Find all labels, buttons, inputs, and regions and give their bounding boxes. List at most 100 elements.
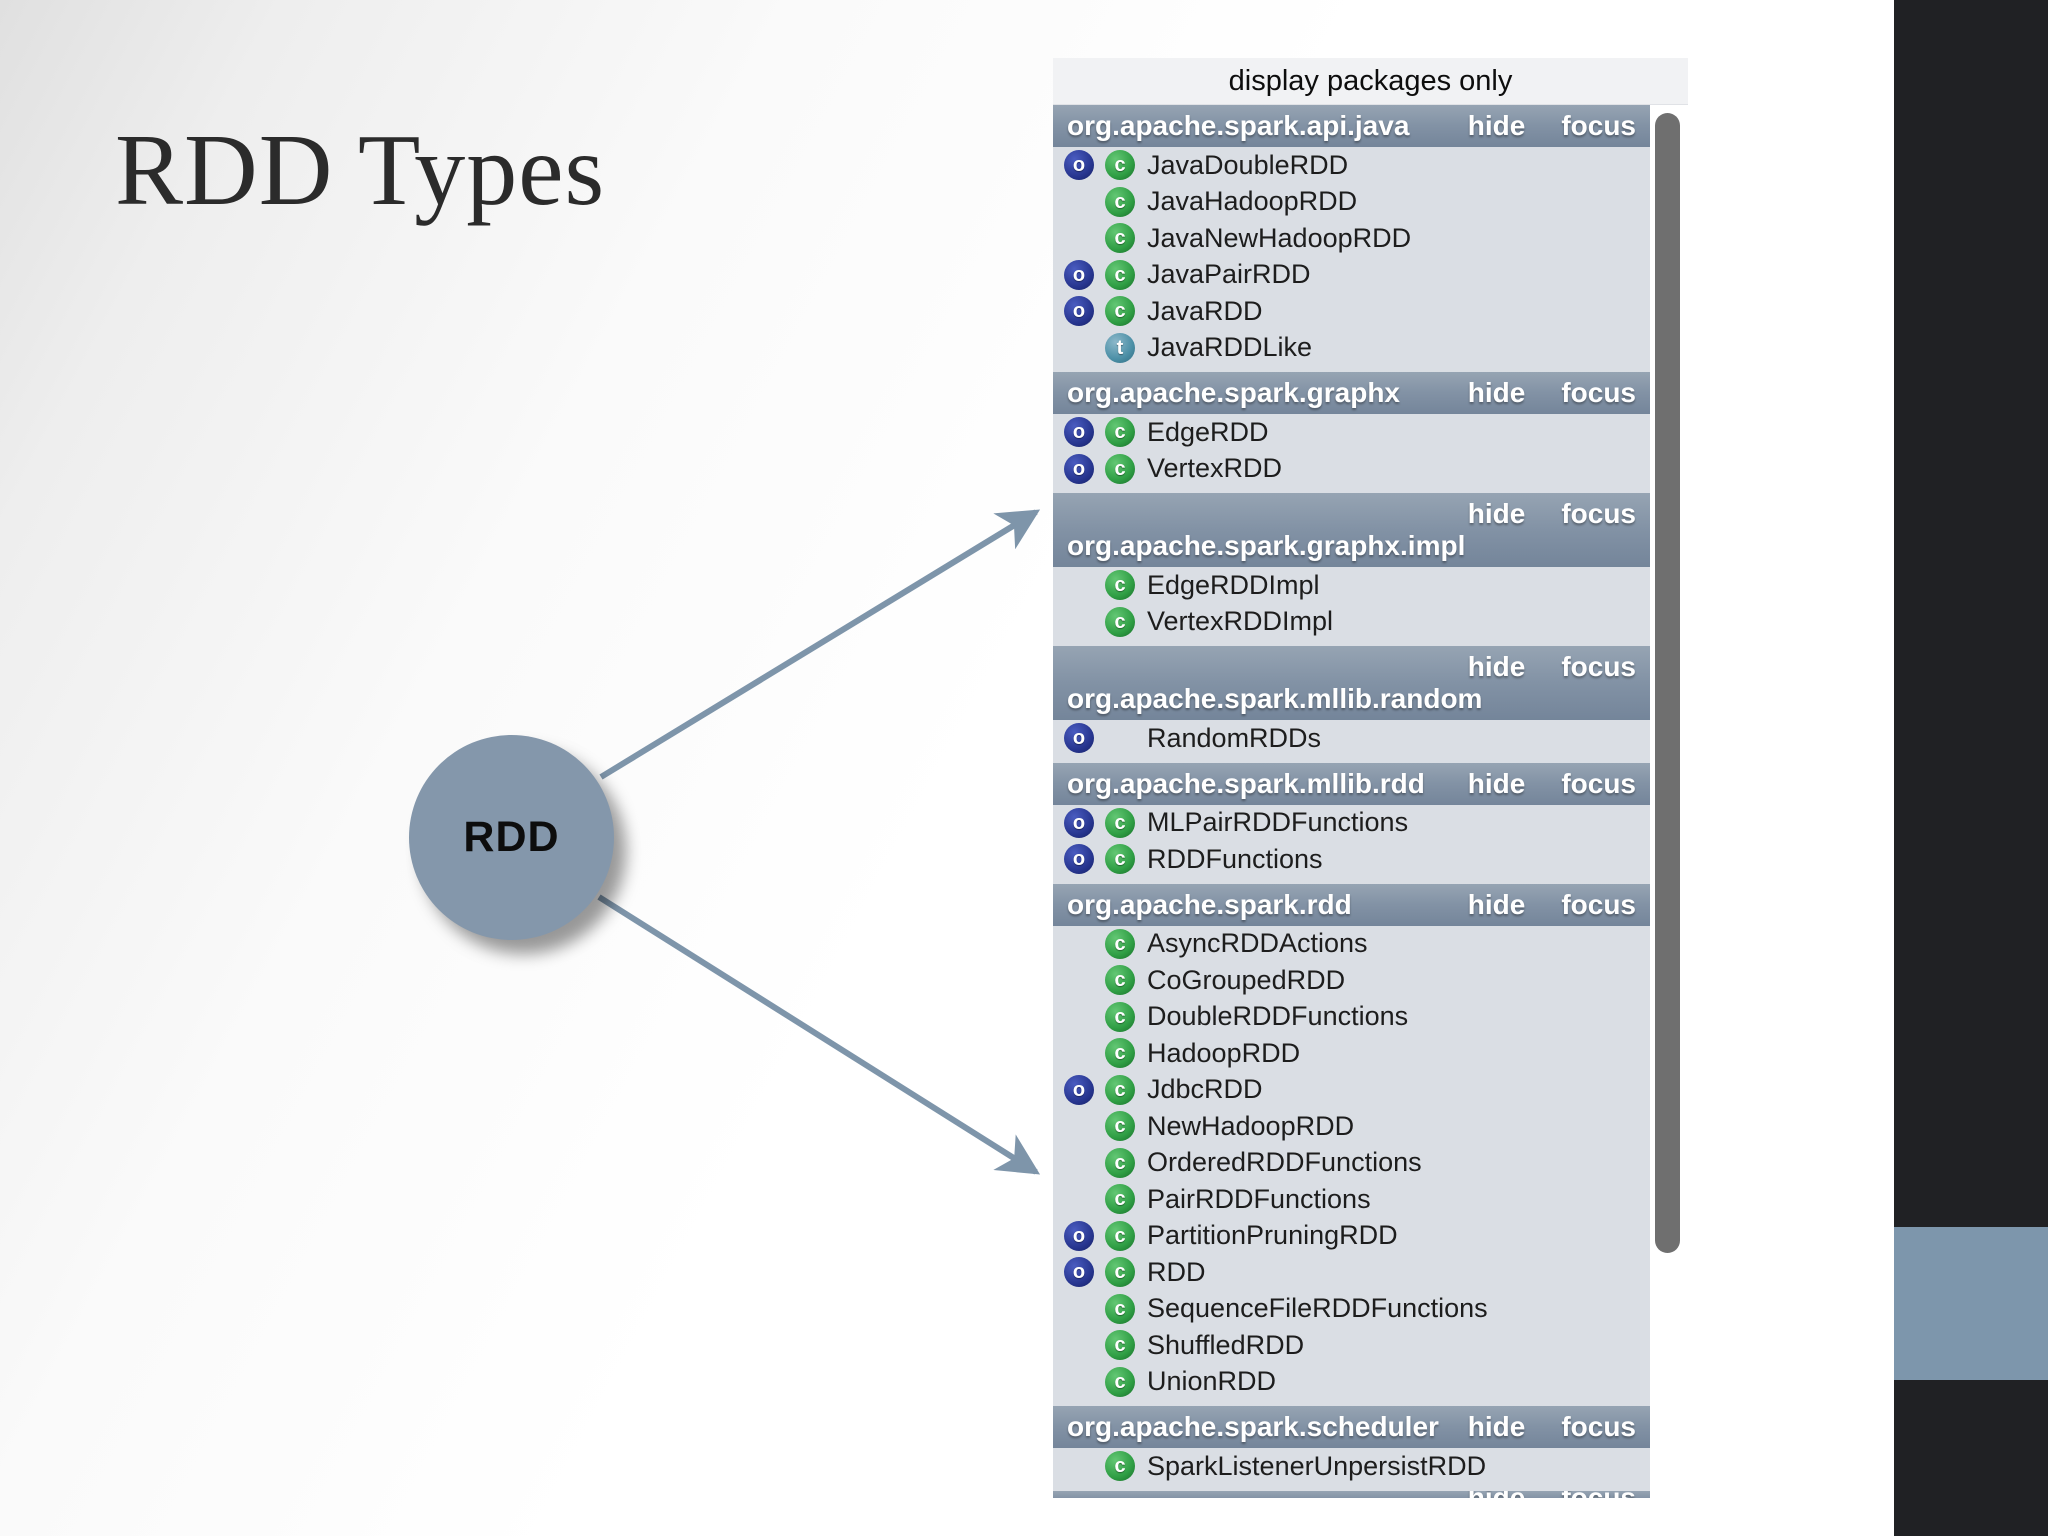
- class-icon[interactable]: c: [1105, 223, 1135, 254]
- focus-link[interactable]: focus: [1561, 651, 1636, 682]
- scrollbar-thumb[interactable]: [1655, 113, 1680, 1253]
- item-name[interactable]: RDD: [1147, 1256, 1206, 1287]
- class-icon[interactable]: c: [1105, 928, 1135, 959]
- package-item-row: c AsyncRDDActions: [1053, 925, 1650, 962]
- object-icon[interactable]: o: [1064, 259, 1094, 290]
- header-links: hide focus: [1067, 498, 1636, 530]
- object-icon[interactable]: o: [1064, 453, 1094, 484]
- package-name: org.apache.spark.mllib.random: [1067, 683, 1483, 714]
- hide-link[interactable]: hide: [1467, 651, 1526, 682]
- item-name[interactable]: SequenceFileRDDFunctions: [1147, 1293, 1488, 1324]
- class-icon[interactable]: c: [1105, 186, 1135, 217]
- object-icon[interactable]: o: [1064, 1257, 1094, 1288]
- item-name[interactable]: VertexRDD: [1147, 453, 1283, 484]
- class-icon[interactable]: c: [1105, 1147, 1135, 1178]
- focus-link[interactable]: focus: [1561, 110, 1636, 141]
- class-icon[interactable]: c: [1105, 259, 1135, 290]
- item-name[interactable]: HadoopRDD: [1147, 1037, 1301, 1068]
- item-name[interactable]: JavaRDD: [1147, 295, 1263, 326]
- focus-link[interactable]: focus: [1561, 1491, 1636, 1499]
- item-name[interactable]: PairRDDFunctions: [1147, 1183, 1371, 1214]
- package-group: hide focus: [1053, 1490, 1650, 1499]
- object-icon[interactable]: o: [1064, 723, 1094, 754]
- class-icon[interactable]: c: [1105, 1366, 1135, 1397]
- package-item-row: c JavaNewHadoopRDD: [1053, 220, 1650, 257]
- object-icon[interactable]: o: [1064, 844, 1094, 875]
- class-icon[interactable]: c: [1105, 1293, 1135, 1324]
- class-icon[interactable]: c: [1105, 453, 1135, 484]
- class-icon[interactable]: c: [1105, 1330, 1135, 1361]
- item-name[interactable]: CoGroupedRDD: [1147, 964, 1346, 995]
- item-name[interactable]: EdgeRDD: [1147, 416, 1269, 447]
- package-name: org.apache.spark.graphx: [1067, 377, 1401, 408]
- panel-scrollbar[interactable]: [1650, 105, 1688, 1498]
- class-icon[interactable]: c: [1105, 807, 1135, 838]
- item-name[interactable]: PartitionPruningRDD: [1147, 1220, 1398, 1251]
- hide-link[interactable]: hide: [1467, 110, 1526, 141]
- class-icon[interactable]: c: [1105, 1074, 1135, 1105]
- item-name[interactable]: ShuffledRDD: [1147, 1329, 1305, 1360]
- item-name[interactable]: JdbcRDD: [1147, 1074, 1263, 1105]
- item-name[interactable]: JavaNewHadoopRDD: [1147, 222, 1412, 253]
- object-icon[interactable]: o: [1064, 1074, 1094, 1105]
- item-name[interactable]: JavaPairRDD: [1147, 259, 1311, 290]
- package-item-row: c HadoopRDD: [1053, 1035, 1650, 1072]
- item-name[interactable]: JavaHadoopRDD: [1147, 186, 1358, 217]
- class-icon[interactable]: c: [1105, 570, 1135, 601]
- class-icon[interactable]: c: [1105, 1451, 1135, 1482]
- object-icon-slot: o: [1059, 807, 1099, 838]
- item-name[interactable]: RDDFunctions: [1147, 843, 1323, 874]
- object-icon[interactable]: o: [1064, 1220, 1094, 1251]
- class-icon[interactable]: c: [1105, 150, 1135, 181]
- item-name[interactable]: JavaDoubleRDD: [1147, 149, 1349, 180]
- item-name[interactable]: OrderedRDDFunctions: [1147, 1147, 1422, 1178]
- class-icon[interactable]: c: [1105, 417, 1135, 448]
- hide-link[interactable]: hide: [1468, 1491, 1526, 1499]
- hide-link[interactable]: hide: [1467, 377, 1526, 408]
- focus-link[interactable]: focus: [1561, 767, 1636, 799]
- hide-link[interactable]: hide: [1467, 767, 1526, 799]
- class-icon[interactable]: c: [1105, 1220, 1135, 1251]
- class-icon[interactable]: c: [1105, 1001, 1135, 1032]
- item-name[interactable]: EdgeRDDImpl: [1147, 569, 1320, 600]
- item-name[interactable]: NewHadoopRDD: [1147, 1110, 1355, 1141]
- trait-icon[interactable]: t: [1105, 332, 1135, 363]
- item-name[interactable]: SparkListenerUnpersistRDD: [1147, 1450, 1487, 1481]
- item-name[interactable]: RandomRDDs: [1147, 722, 1322, 753]
- focus-link[interactable]: focus: [1561, 377, 1636, 408]
- class-icon[interactable]: c: [1105, 844, 1135, 875]
- header-links: hide focus: [1067, 651, 1636, 683]
- class-icon[interactable]: c: [1105, 1038, 1135, 1069]
- package-group: hide focus org.apache.spark.mllib.random o R…: [1053, 646, 1650, 757]
- object-icon-slot: o: [1059, 259, 1099, 290]
- class-icon[interactable]: c: [1105, 606, 1135, 637]
- item-name[interactable]: UnionRDD: [1147, 1366, 1277, 1397]
- display-packages-toggle[interactable]: display packages only: [1053, 58, 1688, 105]
- class-icon-slot: c: [1099, 296, 1141, 327]
- focus-link[interactable]: focus: [1561, 888, 1636, 920]
- package-item-row: c SequenceFileRDDFunctions: [1053, 1290, 1650, 1327]
- hide-link[interactable]: hide: [1467, 888, 1526, 920]
- focus-link[interactable]: focus: [1561, 1411, 1636, 1442]
- class-icon[interactable]: c: [1105, 1111, 1135, 1142]
- item-name[interactable]: AsyncRDDActions: [1147, 928, 1368, 959]
- object-icon[interactable]: o: [1064, 150, 1094, 181]
- object-icon[interactable]: o: [1064, 296, 1094, 327]
- class-icon[interactable]: c: [1105, 1257, 1135, 1288]
- object-icon[interactable]: o: [1064, 417, 1094, 448]
- item-name[interactable]: JavaRDDLike: [1147, 332, 1313, 363]
- hide-link[interactable]: hide: [1467, 1411, 1526, 1442]
- package-item-row: c UnionRDD: [1053, 1363, 1650, 1400]
- object-icon[interactable]: o: [1064, 807, 1094, 838]
- item-name[interactable]: VertexRDDImpl: [1147, 606, 1334, 637]
- focus-link[interactable]: focus: [1561, 498, 1636, 529]
- class-icon[interactable]: c: [1105, 296, 1135, 327]
- hide-link[interactable]: hide: [1467, 498, 1526, 529]
- class-icon[interactable]: c: [1105, 965, 1135, 996]
- class-icon[interactable]: c: [1105, 1184, 1135, 1215]
- item-name[interactable]: DoubleRDDFunctions: [1147, 1001, 1409, 1032]
- rdd-node: RDD: [409, 735, 614, 940]
- item-name[interactable]: MLPairRDDFunctions: [1147, 807, 1409, 838]
